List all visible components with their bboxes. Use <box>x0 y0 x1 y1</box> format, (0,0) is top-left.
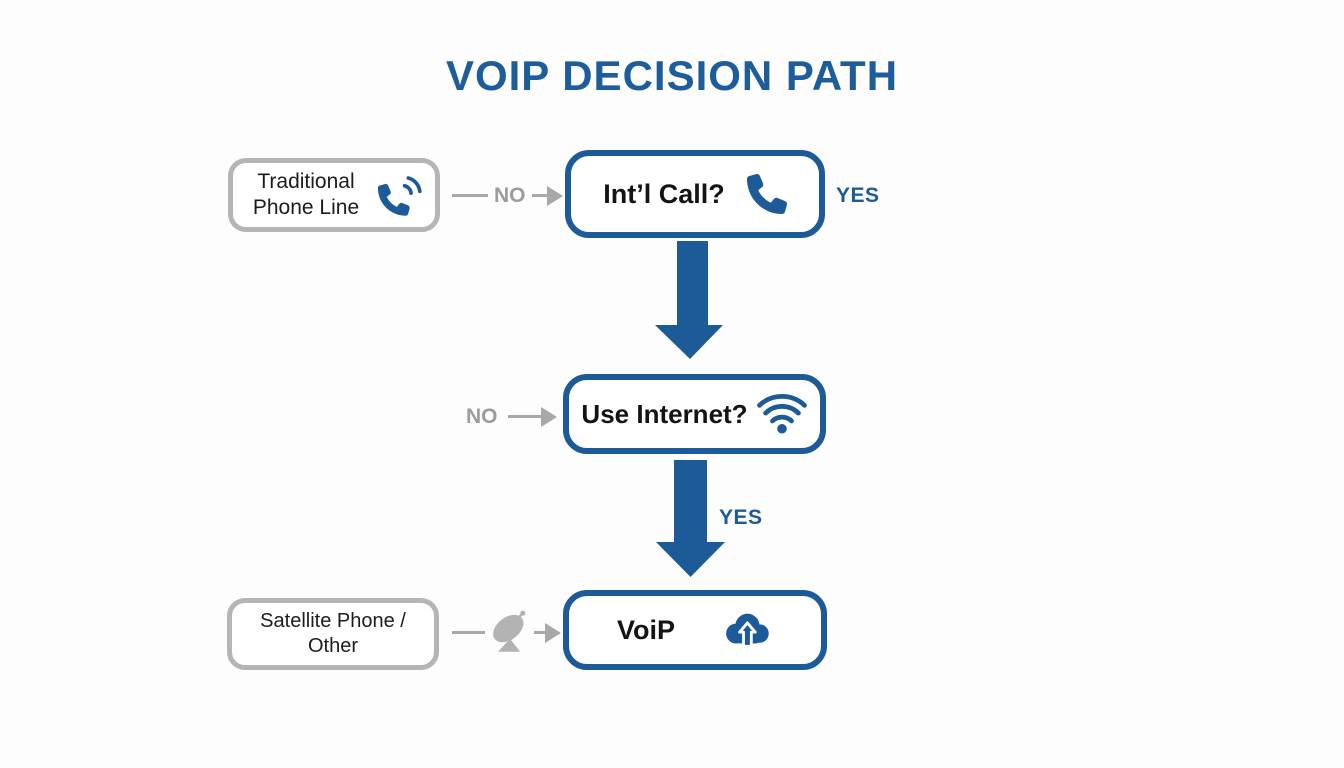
connector-line <box>452 194 488 197</box>
node-use-internet-label: Use Internet? <box>581 398 748 429</box>
node-traditional-phone-line: Traditional Phone Line <box>228 158 440 232</box>
edge-label-yes-1: YES <box>836 184 880 207</box>
wifi-icon <box>756 392 808 436</box>
edge-label-yes-2: YES <box>719 506 763 529</box>
connector-line <box>534 631 546 634</box>
edge-label-no-2: NO <box>466 405 498 428</box>
phone-icon <box>746 174 787 214</box>
node-voip: VoiP <box>563 590 827 670</box>
node-satellite-phone-label: Satellite Phone / Other <box>260 610 406 657</box>
node-intl-call-label: Int’l Call? <box>603 178 725 209</box>
arrowhead-right-icon <box>547 186 563 206</box>
node-use-internet: Use Internet? <box>563 374 826 454</box>
edge-label-no-1: NO <box>494 184 526 207</box>
phone-volume-icon <box>377 172 423 218</box>
arrowhead-right-icon <box>541 407 557 427</box>
flow-arrow-down-icon <box>656 460 726 578</box>
node-satellite-phone: Satellite Phone / Other <box>227 598 439 670</box>
cloud-upload-icon <box>719 609 773 651</box>
flow-arrow-down-icon <box>655 241 725 361</box>
node-voip-label: VoiP <box>616 614 675 645</box>
page-title: VOIP DECISION PATH <box>445 52 899 99</box>
arrowhead-right-icon <box>545 623 561 643</box>
connector-line <box>452 631 485 634</box>
connector-line <box>532 194 548 197</box>
node-traditional-phone-line-label: Traditional Phone Line <box>252 169 360 219</box>
satellite-dish-icon <box>486 606 534 658</box>
connector-line <box>508 415 542 418</box>
node-intl-call: Int’l Call? <box>565 150 825 238</box>
